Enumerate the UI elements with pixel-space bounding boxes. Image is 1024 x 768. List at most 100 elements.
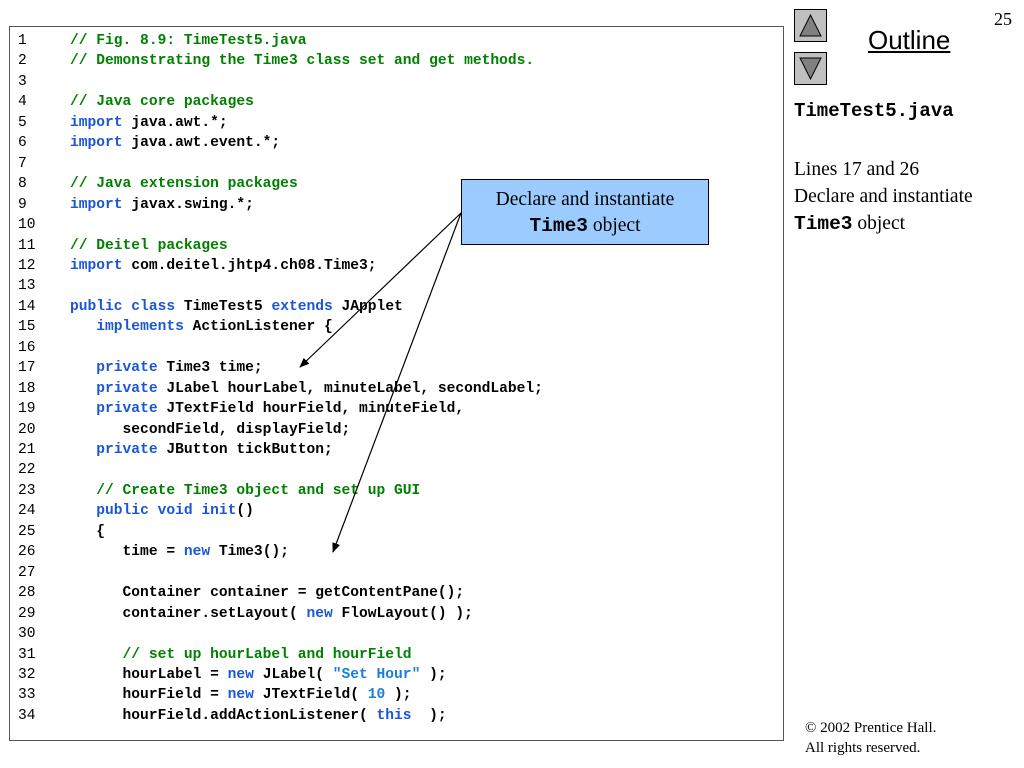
callout-box: Declare and instantiate Time3 object	[461, 179, 709, 245]
line-number: 19	[18, 401, 36, 418]
code-token: {	[70, 523, 106, 540]
code-token	[70, 381, 96, 397]
code-token: );	[420, 666, 447, 683]
code-text: private JButton tickButton;	[70, 440, 333, 460]
code-token: // Create Time3 object and set up GUI	[96, 482, 421, 499]
code-token	[70, 360, 96, 376]
code-token: JLabel(	[262, 666, 333, 683]
line-number: 27	[18, 564, 36, 581]
sidebar-file-name: TimeTest5.java	[794, 100, 954, 122]
code-text: public void init()	[70, 501, 254, 521]
line-number: 32	[18, 666, 36, 683]
triangle-down-icon	[799, 57, 822, 81]
code-token: java.awt.event.*;	[131, 135, 281, 152]
code-token: private	[96, 380, 158, 397]
code-text: private Time3 time;	[70, 358, 262, 378]
line-number: 9	[18, 196, 27, 213]
callout-line1: Declare and instantiate	[495, 189, 675, 210]
code-token: );	[385, 687, 412, 704]
sidebar-notes: Lines 17 and 26 Declare and instantiate …	[794, 156, 973, 238]
next-slide-button[interactable]	[794, 52, 827, 85]
line-number: 14	[18, 298, 36, 315]
code-token: // set up hourLabel and hourField	[122, 646, 412, 663]
code-token: import	[70, 257, 123, 274]
code-token: public class	[70, 298, 176, 315]
sidebar-note-rest: object	[852, 213, 906, 234]
line-number: 5	[18, 114, 27, 131]
code-token: this	[376, 707, 412, 724]
sidebar-note-line2: Declare and instantiate	[794, 186, 973, 207]
code-text: // Create Time3 object and set up GUI	[70, 481, 420, 501]
code-token: // Java core packages	[70, 94, 254, 111]
line-number: 7	[18, 155, 27, 172]
line-number: 3	[18, 73, 27, 90]
code-text: time = new Time3();	[70, 542, 289, 562]
line-number: 4	[18, 94, 27, 111]
code-token: container.setLayout(	[70, 605, 307, 622]
code-text: {	[70, 522, 105, 542]
code-token	[70, 319, 96, 335]
code-token: JButton tickButton;	[166, 442, 333, 458]
callout-line2: Time3 object	[462, 213, 708, 239]
line-number: 6	[18, 135, 27, 152]
code-token: import	[70, 196, 123, 213]
code-token	[70, 503, 96, 519]
code-token: hourField =	[70, 687, 228, 704]
code-token: secondField, displayField;	[70, 421, 351, 438]
code-token	[70, 483, 96, 499]
code-text: import java.awt.*;	[70, 113, 228, 133]
line-number: 24	[18, 503, 36, 520]
code-text: hourLabel = new JLabel( "Set Hour" );	[70, 665, 447, 685]
line-number: 26	[18, 544, 36, 561]
code-token: // Deitel packages	[70, 237, 228, 254]
code-token: time =	[70, 544, 184, 561]
copyright-line1: © 2002 Prentice Hall.	[805, 720, 937, 736]
code-token: "Set Hour"	[332, 666, 421, 683]
code-token: new	[227, 666, 254, 683]
code-token: ActionListener {	[192, 319, 333, 336]
code-token: public void init	[96, 503, 237, 520]
code-token	[70, 401, 96, 417]
code-text: secondField, displayField;	[70, 420, 351, 440]
code-token: 10	[367, 687, 386, 704]
outline-link[interactable]: Outline	[868, 25, 951, 55]
code-token: hourLabel =	[70, 666, 228, 683]
code-text: private JTextField hourField, minuteFiel…	[70, 399, 464, 419]
code-token: // Fig. 8.9: TimeTest5.java	[70, 33, 307, 49]
line-number: 17	[18, 360, 36, 377]
code-token: com.deitel.jhtp4.ch08.Time3;	[131, 257, 377, 274]
sidebar-note-line3: Time3 object	[794, 210, 973, 238]
code-text: container.setLayout( new FlowLayout() );	[70, 604, 473, 624]
code-token: JTextField hourField, minuteField,	[166, 401, 465, 418]
code-token: // Demonstrating the Time3 class set and…	[70, 53, 535, 70]
code-text: import com.deitel.jhtp4.ch08.Time3;	[70, 256, 377, 276]
code-token: javax.swing.*;	[131, 196, 254, 213]
line-number: 18	[18, 380, 36, 397]
line-number: 2	[18, 53, 27, 70]
code-text: // Fig. 8.9: TimeTest5.java	[70, 31, 306, 51]
code-text: // Java extension packages	[70, 174, 298, 194]
code-token: java.awt.*;	[131, 114, 228, 131]
code-text: import javax.swing.*;	[70, 195, 254, 215]
code-token: );	[420, 707, 447, 724]
line-number: 15	[18, 319, 36, 336]
code-text: implements ActionListener {	[70, 317, 333, 337]
code-token: Time3();	[218, 544, 289, 561]
previous-slide-button[interactable]	[794, 9, 827, 42]
line-number: 11	[18, 237, 36, 254]
code-token: implements	[96, 319, 184, 336]
line-number: 12	[18, 257, 36, 274]
copyright-line2: All rights reserved.	[805, 740, 921, 756]
code-token: JTextField(	[262, 687, 368, 704]
code-token	[70, 442, 96, 458]
line-number: 8	[18, 176, 27, 193]
line-number: 30	[18, 626, 36, 643]
code-token: // Java extension packages	[70, 176, 298, 193]
line-number: 13	[18, 278, 36, 295]
code-token: Container container = getContentPane();	[70, 585, 465, 602]
page-number: 25	[994, 9, 1012, 29]
code-token: import	[70, 114, 123, 131]
code-token: new	[306, 605, 333, 622]
line-number: 23	[18, 482, 36, 499]
